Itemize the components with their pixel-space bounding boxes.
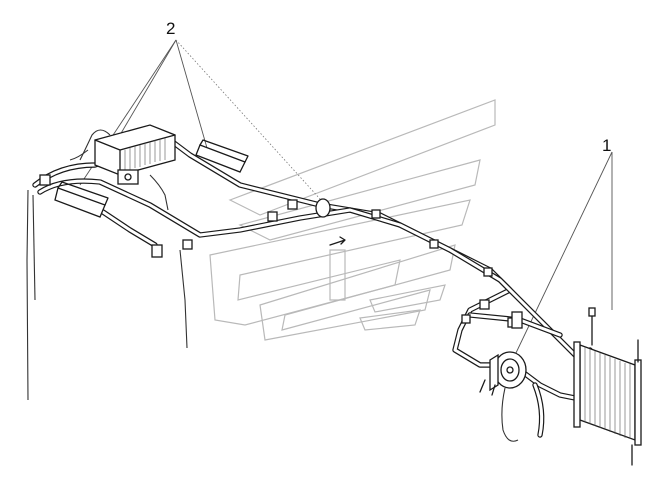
hose-clamps bbox=[39, 174, 518, 328]
watermark-logo bbox=[209, 99, 496, 341]
flow-marker bbox=[329, 236, 346, 246]
evaporator-unit bbox=[94, 124, 176, 185]
compressor bbox=[479, 311, 527, 442]
blower-housing-left bbox=[54, 181, 109, 218]
condenser bbox=[573, 307, 642, 466]
callout-label-2: 2 bbox=[166, 19, 176, 38]
callout-leaders bbox=[79, 39, 613, 356]
blower-housing-right bbox=[195, 139, 249, 173]
wiring-harness bbox=[26, 129, 188, 401]
callout-label-1: 1 bbox=[602, 136, 612, 155]
